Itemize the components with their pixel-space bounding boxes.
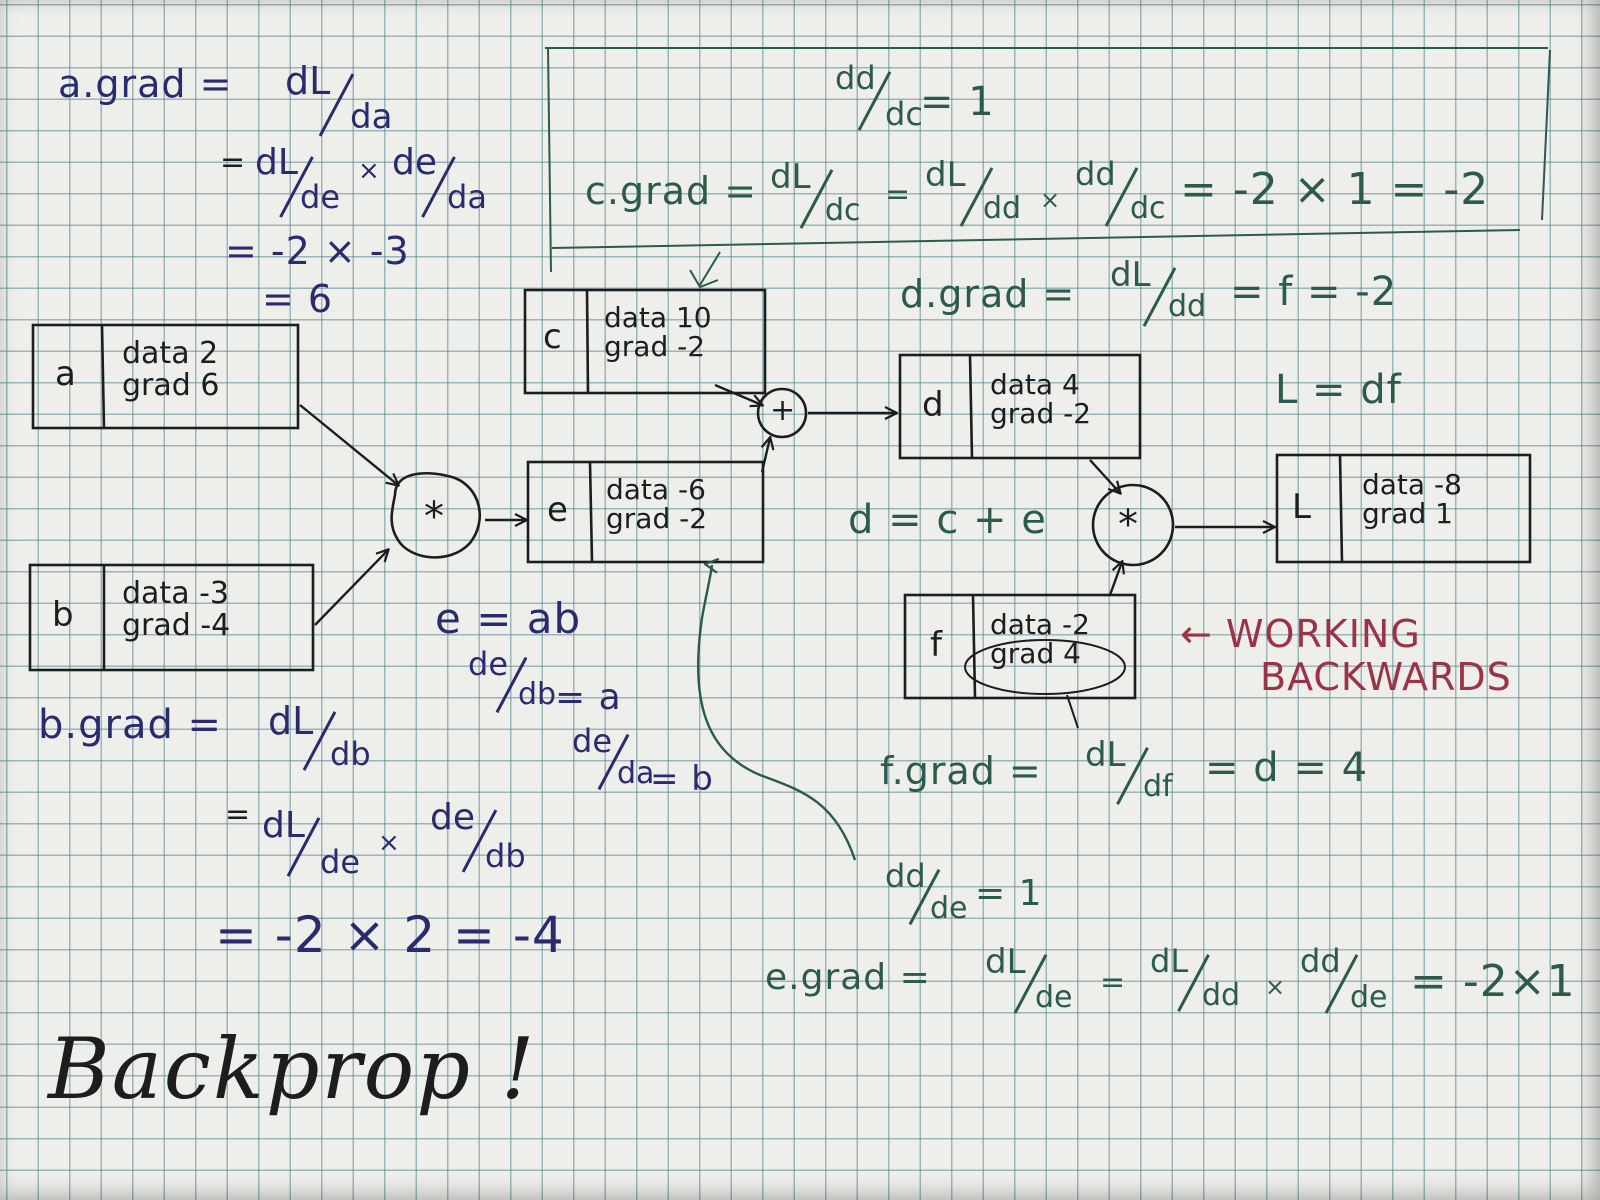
node-f-data: data -2 (990, 608, 1090, 641)
node-f-grad: grad 4 (990, 637, 1081, 671)
node-a-label: a (55, 354, 77, 394)
node-b-values: data -3 grad -4 (122, 578, 230, 641)
edge-d-mul2 (1089, 459, 1120, 493)
c-grad-tail: = -2 × 1 = -2 (1180, 164, 1490, 215)
node-b-label: b (52, 595, 75, 635)
node-f-values: data -2 grad 4 (990, 610, 1090, 669)
node-e-grad: grad -2 (606, 502, 708, 536)
op-mul2-symbol: * (1118, 502, 1139, 548)
de-da-value: = b (650, 759, 714, 799)
node-L-box (1275, 453, 1532, 564)
node-a-grad: grad 6 (122, 367, 220, 403)
node-d-label: d (922, 385, 945, 425)
a-eq2: = (220, 145, 247, 180)
d-equation: d = c + e (848, 497, 1047, 543)
b-line3: = -2 × 2 = -4 (215, 906, 565, 964)
op-plus-symbol: + (770, 393, 797, 428)
edge-e-plus (762, 438, 770, 473)
page-title: Backprop ! (48, 1020, 537, 1118)
a-line4: = 6 (262, 277, 334, 321)
node-e-box (526, 460, 765, 564)
node-d-grad: grad -2 (990, 397, 1092, 431)
edge-b-mul1 (314, 550, 388, 626)
node-c-grad: grad -2 (604, 330, 706, 364)
node-L-values: data -8 grad 1 (1362, 470, 1462, 529)
node-L-data: data -8 (1362, 468, 1462, 501)
f-grad-lhs: f.grad = (880, 749, 1042, 793)
node-d-box (898, 353, 1142, 460)
dd-de-value: = 1 (975, 873, 1043, 914)
f-grad-tail: = d = 4 (1205, 745, 1369, 791)
e-times: × (1265, 973, 1287, 1001)
b-times: × (378, 828, 401, 858)
node-a-values: data 2 grad 6 (122, 338, 219, 401)
e-equation: e = ab (435, 594, 582, 643)
node-f-label: f (930, 625, 943, 665)
node-c-values: data 10 grad -2 (604, 303, 712, 362)
bracket-left (547, 47, 552, 273)
c-grad-lhs: c.grad = (585, 169, 758, 213)
node-d-values: data 4 grad -2 (990, 370, 1091, 429)
working-line1: ← WORKING (1180, 612, 1421, 656)
e-grad-tail: = -2×1 (1410, 956, 1576, 1007)
bracket-arrow (689, 251, 721, 289)
node-a-data: data 2 (122, 336, 219, 371)
de-db-value: = a (555, 677, 622, 718)
node-L-label: L (1292, 487, 1312, 527)
e-eq: = (1100, 965, 1127, 1000)
op-mul2-circle (1091, 483, 1175, 567)
node-e-label: e (547, 490, 569, 530)
d-grad-tail: = f = -2 (1230, 269, 1398, 315)
node-b-data: data -3 (122, 576, 230, 611)
L-equation: L = df (1275, 367, 1402, 413)
a-times: × (358, 156, 381, 186)
c-times: × (1040, 186, 1062, 214)
e-grad-lhs: e.grad = (765, 957, 931, 998)
c-eq: = (885, 177, 912, 212)
node-e-values: data -6 grad -2 (606, 475, 707, 534)
node-f-box (903, 593, 1137, 700)
node-d-data: data 4 (990, 368, 1080, 401)
node-b-box (28, 563, 315, 672)
node-e-data: data -6 (606, 473, 706, 506)
working-line2: BACKWARDS (1260, 655, 1512, 699)
b-grad-lhs: b.grad = (38, 702, 223, 748)
bracket-bottom (551, 229, 1521, 249)
node-b-grad: grad -4 (122, 607, 231, 643)
dd-dc-value: = 1 (920, 79, 995, 125)
node-c-box (523, 288, 767, 395)
op-mul1-circle (390, 472, 481, 559)
edge-a-mul1 (299, 404, 398, 485)
f-grad-connector (1066, 694, 1079, 729)
node-a-box (31, 323, 300, 430)
op-mul1-symbol: * (424, 494, 445, 540)
node-L-grad: grad 1 (1362, 497, 1453, 531)
a-grad-lhs: a.grad = (58, 62, 233, 106)
node-c-label: c (543, 317, 563, 357)
a-line3: = -2 × -3 (225, 229, 410, 273)
d-grad-lhs: d.grad = (900, 272, 1076, 316)
op-plus-circle (756, 387, 808, 439)
edge-c-plus (714, 383, 762, 405)
b-eq2: = (225, 797, 252, 832)
edge-f-mul2 (1108, 562, 1122, 596)
node-c-data: data 10 (604, 301, 712, 334)
bracket-right (1541, 49, 1551, 221)
green-curve-arrow (696, 565, 857, 861)
